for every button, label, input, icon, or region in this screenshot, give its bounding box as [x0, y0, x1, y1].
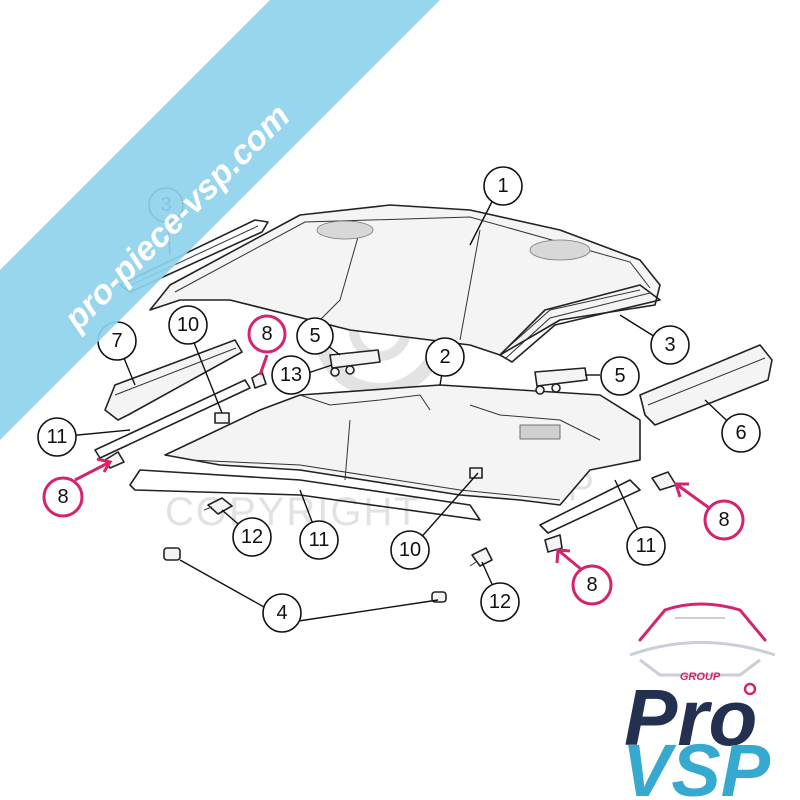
svg-text:11: 11	[47, 426, 68, 448]
part-fastener-right	[469, 547, 493, 567]
svg-text:5: 5	[309, 325, 320, 347]
highlight-arrows	[74, 354, 713, 572]
svg-text:12: 12	[241, 526, 263, 548]
callout-11-right: 11	[626, 526, 666, 566]
svg-text:8: 8	[718, 509, 729, 531]
callout-1: 1	[483, 166, 523, 206]
part-clip-right	[651, 471, 677, 491]
logo-word-pro: Pro	[624, 673, 757, 762]
part-clip-bottom	[544, 534, 563, 553]
svg-text:13: 13	[280, 364, 302, 386]
part-roof-rail-right	[499, 284, 661, 363]
part-grab-handle-right	[534, 367, 588, 395]
callout-10-top: 10	[168, 305, 208, 345]
svg-text:2: 2	[439, 346, 450, 368]
callout-5-left: 5	[296, 317, 334, 355]
svg-text:10: 10	[177, 314, 199, 336]
svg-text:4: 4	[276, 602, 287, 624]
svg-text:5: 5	[614, 365, 625, 387]
brand-logo: GROUP Pro VSP	[622, 602, 776, 800]
svg-text:6: 6	[735, 422, 746, 444]
part-clip-top	[251, 371, 267, 389]
svg-text:7: 7	[111, 330, 122, 352]
callout-12-left: 12	[232, 517, 272, 557]
part-molding-lower-left	[129, 469, 481, 521]
part-molding-right	[539, 479, 641, 534]
callout-11-center: 11	[299, 520, 339, 560]
car-outline-icon	[629, 602, 776, 677]
callout-4: 4	[262, 593, 302, 633]
logo-dot-icon	[743, 682, 757, 696]
svg-text:3: 3	[664, 334, 675, 356]
svg-text:12: 12	[489, 591, 511, 613]
part-lamp-right	[431, 591, 447, 603]
callout-10-bottom: 10	[390, 530, 430, 570]
part-fastener-left	[203, 497, 233, 515]
svg-text:8: 8	[57, 486, 68, 508]
svg-text:8: 8	[586, 574, 597, 596]
svg-text:11: 11	[636, 535, 657, 557]
part-front-trim	[104, 339, 243, 421]
copyright-watermark-text: COPYRIGHT	[165, 490, 421, 534]
callout-6: 6	[721, 413, 761, 453]
callout-8-bottom: 8	[571, 564, 613, 606]
callout-2: 2	[425, 337, 465, 377]
callout-11-left: 11	[37, 417, 77, 457]
svg-text:1: 1	[497, 175, 508, 197]
part-headliner	[164, 384, 641, 506]
callout-8-top: 8	[247, 314, 287, 354]
part-grab-handle-left	[329, 349, 381, 377]
part-bracket-left	[214, 412, 230, 424]
part-bracket-center	[469, 467, 483, 479]
callout-5-right: 5	[600, 356, 640, 396]
callout-8-left: 8	[42, 476, 84, 518]
part-lamp-left	[163, 547, 181, 561]
callout-3-right: 3	[650, 325, 690, 365]
part-roof-panel	[149, 204, 661, 356]
part-molding-upper-left	[94, 379, 251, 459]
logo-word-vsp: VSP	[622, 729, 771, 800]
svg-text:11: 11	[309, 529, 330, 551]
svg-text:10: 10	[399, 539, 421, 561]
svg-text:8: 8	[261, 323, 272, 345]
callout-13: 13	[271, 355, 311, 395]
part-rear-trim	[639, 344, 773, 426]
logo-group-label: GROUP	[680, 671, 721, 683]
callout-12-right: 12	[480, 582, 520, 622]
callout-8-right: 8	[703, 499, 745, 541]
